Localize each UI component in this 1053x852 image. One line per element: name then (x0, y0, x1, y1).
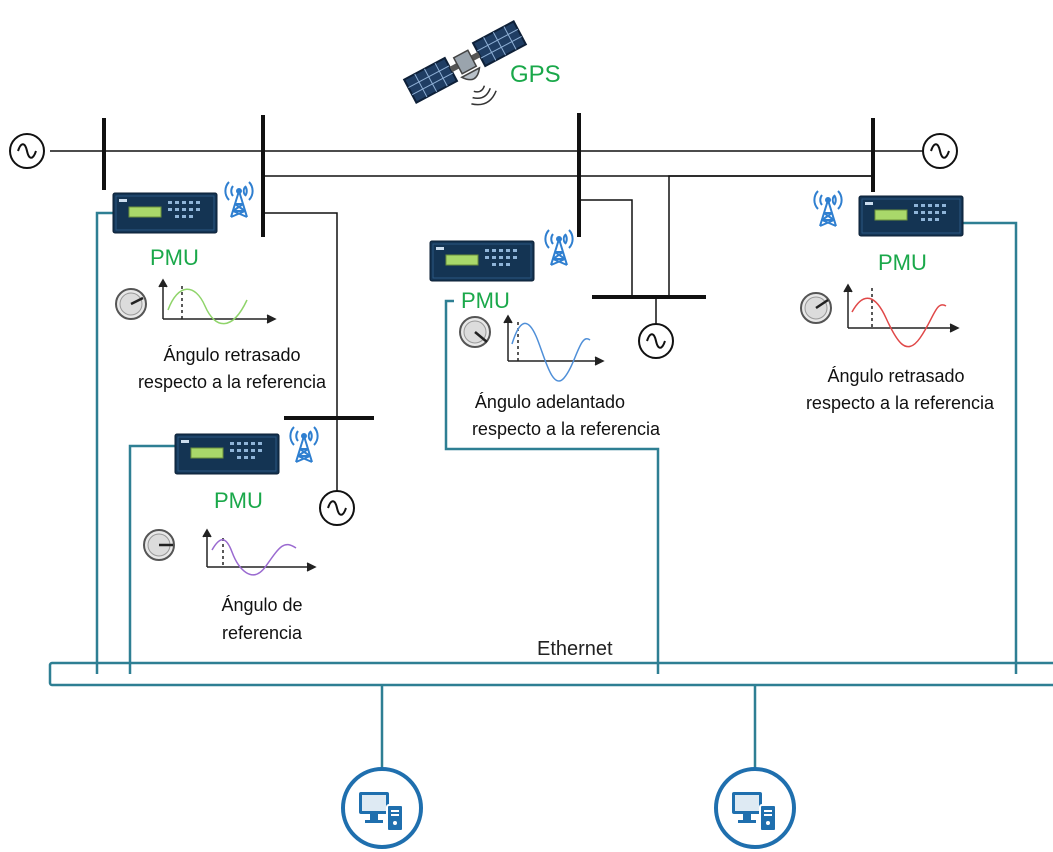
pmu2-link (128, 444, 175, 674)
phase-waveform-plot (843, 283, 960, 333)
radio-tower-icon (224, 181, 254, 218)
phase-waveform-plot (158, 278, 277, 324)
pmu-label: PMU (878, 250, 927, 275)
radio-tower-icon (544, 229, 574, 266)
pmu-unit-1: PMU Ángulo retrasado respecto a la refer… (112, 181, 327, 392)
pmu-device-icon[interactable] (174, 433, 280, 475)
pmu-caption-line-2: referencia (222, 623, 303, 643)
communication-network (48, 211, 1053, 768)
pmu-caption-line-2: respecto a la referencia (806, 393, 995, 413)
pmu1-link (95, 211, 113, 674)
ac-generator-icon (922, 133, 958, 169)
radio-tower-icon (813, 190, 843, 227)
line-bus4-bus6 (668, 175, 873, 297)
pmu-device-icon[interactable] (429, 240, 535, 282)
pmu4-link (963, 221, 1018, 674)
pmu-caption-line-1: Ángulo retrasado (163, 345, 300, 365)
power-system (50, 113, 925, 491)
pmu-caption-line-1: Ángulo de (221, 595, 302, 615)
ethernet-bus (48, 661, 1053, 687)
pmu3-link (444, 299, 660, 674)
pmu-label: PMU (150, 245, 199, 270)
waveform-series (211, 539, 297, 576)
pmu-caption-line-2: respecto a la referencia (472, 419, 661, 439)
satellite-icon (402, 20, 528, 106)
ac-generator-icon (319, 490, 355, 526)
pmu-caption-line-1: Ángulo adelantado (475, 392, 625, 412)
pmu-label: PMU (461, 288, 510, 313)
line-bus3-bus6 (579, 199, 633, 297)
pmu-unit-3: PMU Ángulo adelantado respecto a la refe… (429, 229, 661, 439)
pmu-caption-line-1: Ángulo retrasado (827, 366, 964, 386)
radio-tower-icon (289, 426, 319, 463)
computer-workstation-icon[interactable] (341, 767, 423, 849)
ethernet-label: Ethernet (537, 638, 613, 660)
pmu-unit-2: PMU Ángulo de referencia (143, 426, 319, 643)
pmu-device-icon[interactable] (858, 195, 964, 237)
pmu-unit-4: PMU Ángulo retrasado respecto a la refer… (800, 190, 995, 413)
waveform-series (167, 288, 248, 325)
waveform-series (851, 297, 947, 348)
ac-generator-icon (638, 323, 674, 359)
pmu-caption-line-2: respecto a la referencia (138, 372, 327, 392)
ac-generator-icon (9, 133, 45, 169)
pmu-device-icon[interactable] (112, 192, 218, 234)
waveform-series (511, 322, 591, 382)
line-bus2-bus5 (263, 212, 338, 418)
phase-waveform-plot (202, 528, 317, 572)
computer-workstation-icon[interactable] (714, 767, 796, 849)
gps-label: GPS (510, 61, 561, 88)
phase-waveform-plot (503, 314, 605, 366)
pmu-label: PMU (214, 488, 263, 513)
